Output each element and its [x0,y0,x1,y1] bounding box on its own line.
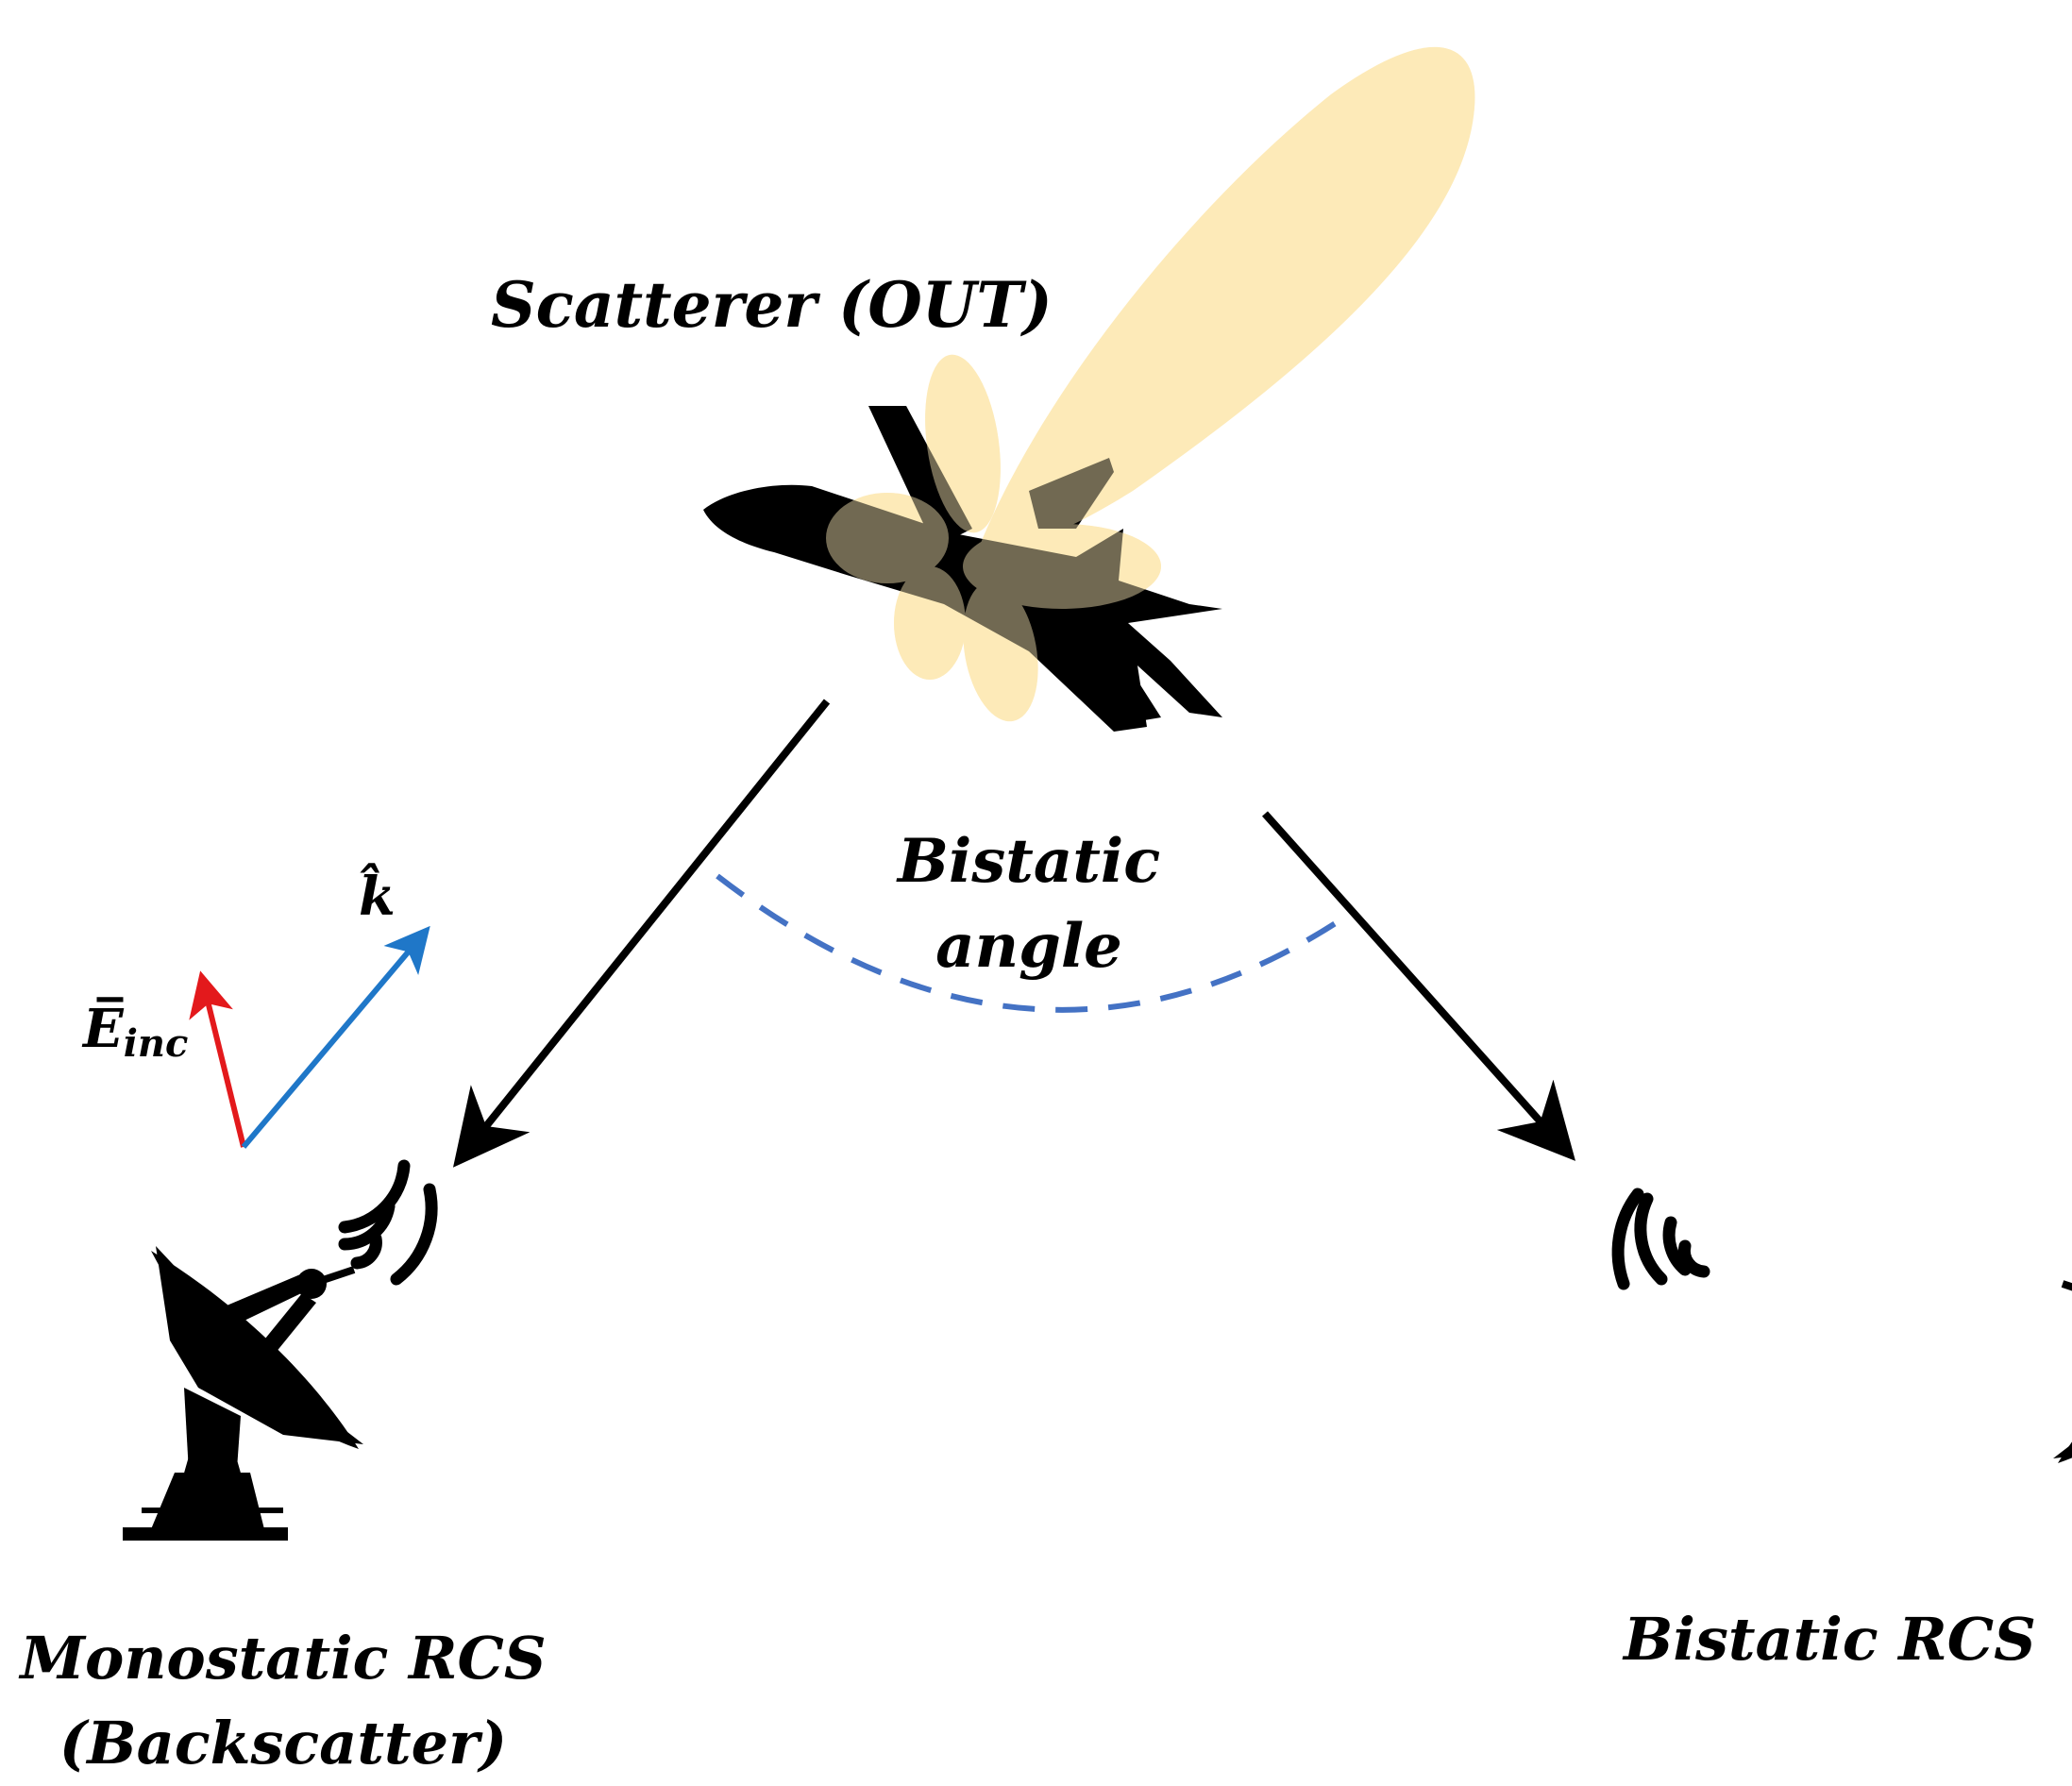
k-vector-label: k̂ [359,866,396,928]
e-inc-vector [189,970,246,1148]
main-lobe [977,46,1475,553]
bistatic-rcs-label: Bistatic RCS [1624,1605,2036,1674]
wireless-signal-icon [338,1159,438,1286]
scattering-pattern-overlay [826,46,1475,722]
monostatic-line2: (Backscatter) [59,1709,508,1778]
wireless-signal-icon [1611,1188,1710,1290]
bistatic-angle-line1: Bistatic [897,826,1161,897]
monostatic-line1: Monostatic RCS [20,1624,547,1693]
bistatic-angle-arc [716,873,1352,1013]
arrow-to-monostatic [452,699,831,1168]
e-inc-symbol: E̅ [83,998,124,1060]
bistatic-angle-line2: angle [935,911,1122,982]
radar-dish-icon [2053,1260,2072,1555]
e-inc-subscript: inc [123,1021,189,1066]
k-vector [241,925,430,1149]
scatterer-label: Scatterer (OUT) [491,268,1053,342]
bistatic-angle-label: Bistatic angle [868,819,1189,989]
e-inc-label: E̅inc [83,1003,188,1063]
radar-dish-icon [123,1246,363,1541]
arrow-to-bistatic [1262,811,1575,1161]
monostatic-label: Monostatic RCS (Backscatter) [0,1616,566,1786]
fighter-jet-icon [703,406,1222,732]
